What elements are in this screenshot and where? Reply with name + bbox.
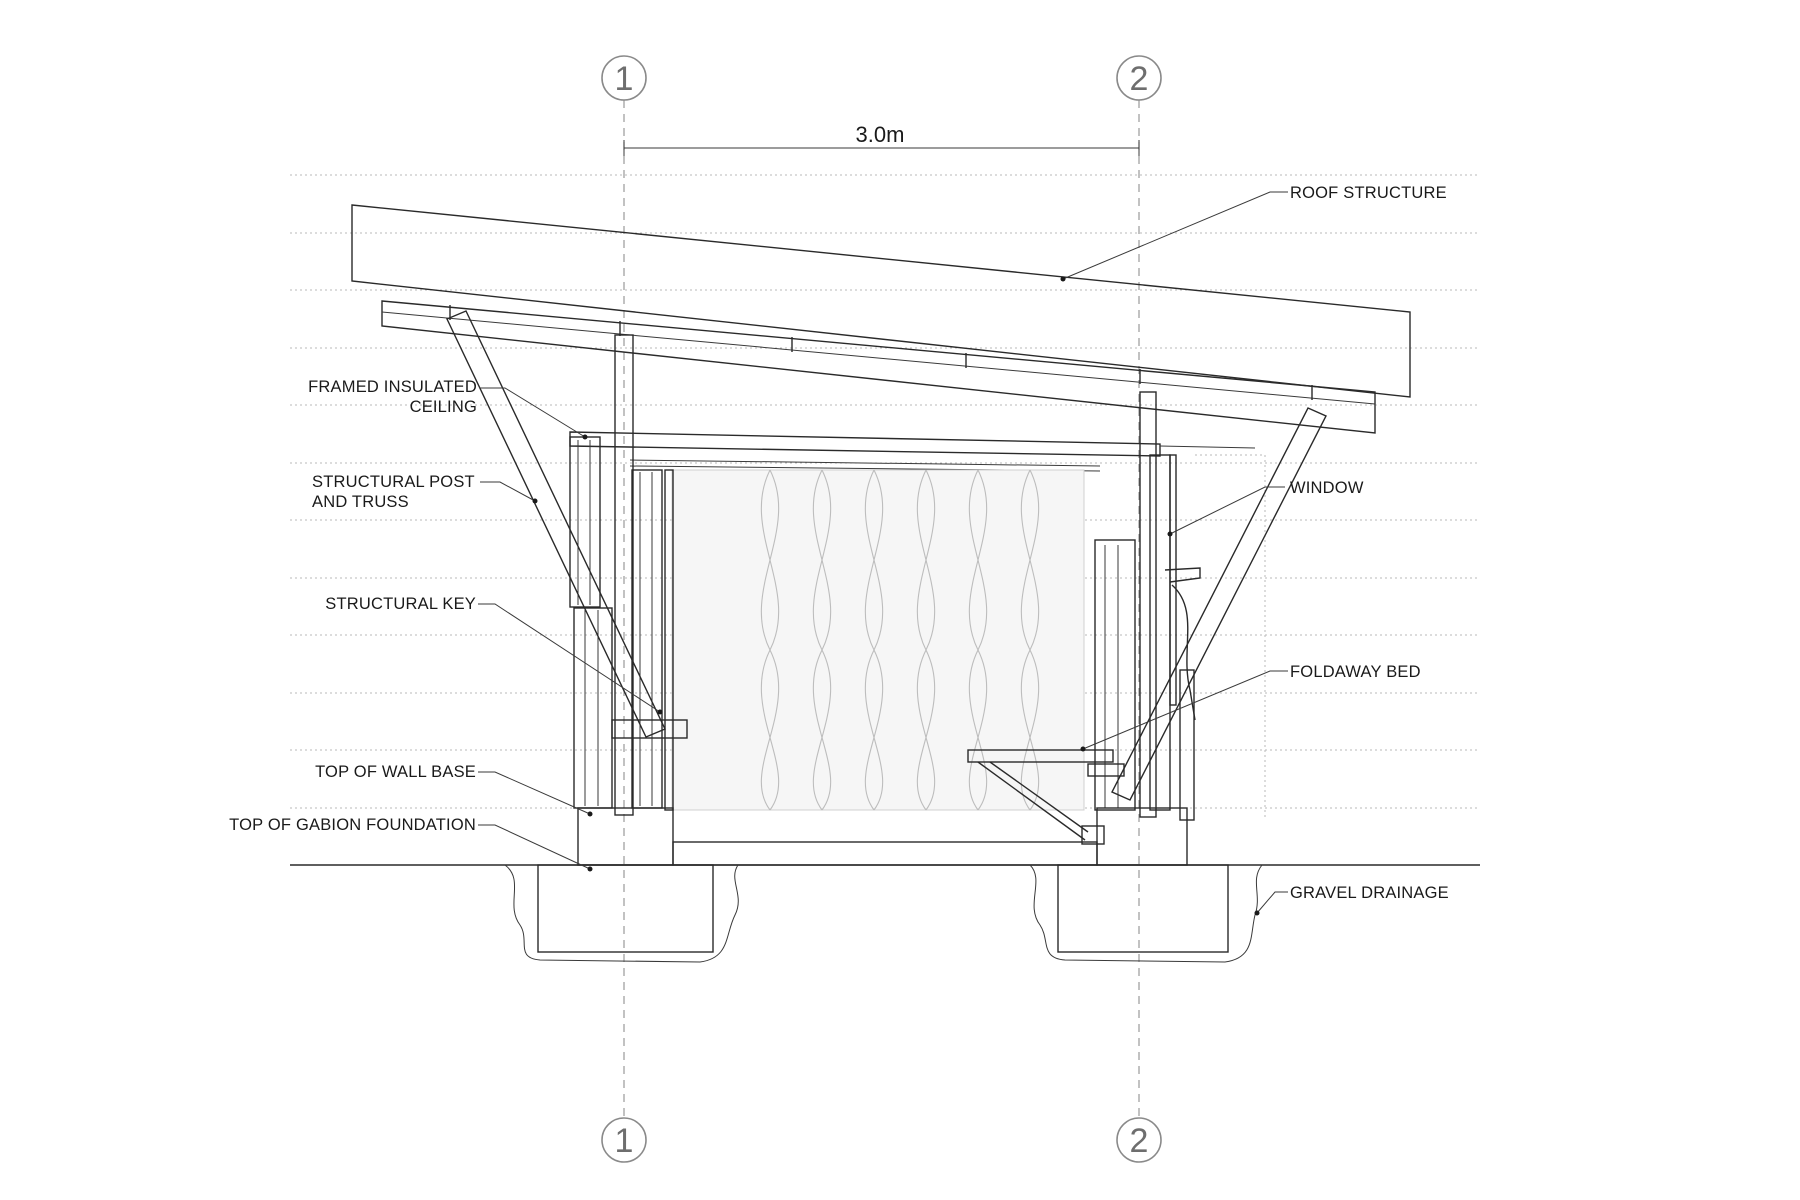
svg-text:2: 2 [1130,1122,1149,1160]
left-wall [569,436,688,811]
left-post [614,334,634,816]
label-roof-structure: ROOF STRUCTURE [1290,184,1447,202]
label-gravel-drainage: GRAVEL DRAINAGE [1290,884,1449,902]
grid-bubble-top-1: 1 [601,55,647,101]
label-window: WINDOW [1290,479,1364,497]
leader-framed-insulated-ceiling [480,387,588,440]
label-structural-post: STRUCTURAL POST [312,473,475,491]
label-structural-key: STRUCTURAL KEY [325,595,476,613]
leader-gravel-drainage [1254,891,1288,916]
right-post [1139,391,1157,818]
leader-structural-key [478,603,663,715]
grid-bubble-bottom-1: 1 [601,1117,647,1163]
leader-top-of-wall-base [478,771,593,817]
interior-wall-panel [671,469,1085,811]
svg-text:1: 1 [615,60,634,98]
label-structural-post-2: AND TRUSS [312,493,409,511]
dimension-span: 3.0m [623,122,1140,156]
framed-ceiling [569,431,1256,472]
label-top-of-wall-base: TOP OF WALL BASE [315,763,476,781]
roof [351,204,1411,434]
left-truss [446,310,666,738]
leader-top-of-gabion-foundation [478,824,593,872]
svg-text:3.0m: 3.0m [856,122,905,147]
gabion-foundation-left [504,864,739,963]
right-wall [1094,454,1266,821]
leader-structural-post [480,481,538,504]
label-framed-insulated-ceiling-2: CEILING [410,398,477,416]
svg-text:2: 2 [1130,60,1149,98]
svg-text:1: 1 [615,1122,634,1160]
grid-bubble-bottom-2: 2 [1116,1117,1162,1163]
leader-window [1167,486,1285,537]
grid-bubble-top-2: 2 [1116,55,1162,101]
leader-roof-structure [1060,191,1288,282]
foldaway-bed [967,749,1125,845]
label-top-of-gabion-foundation: TOP OF GABION FOUNDATION [229,816,476,834]
wall-base-and-slab [577,807,1188,866]
leader-foldaway-bed [1080,670,1288,752]
grid-axes [623,100,1140,1120]
label-foldaway-bed: FOLDAWAY BED [1290,663,1421,681]
label-framed-insulated-ceiling: FRAMED INSULATED [308,378,477,396]
gabion-foundation-right [1029,864,1263,963]
right-truss [1111,407,1327,801]
